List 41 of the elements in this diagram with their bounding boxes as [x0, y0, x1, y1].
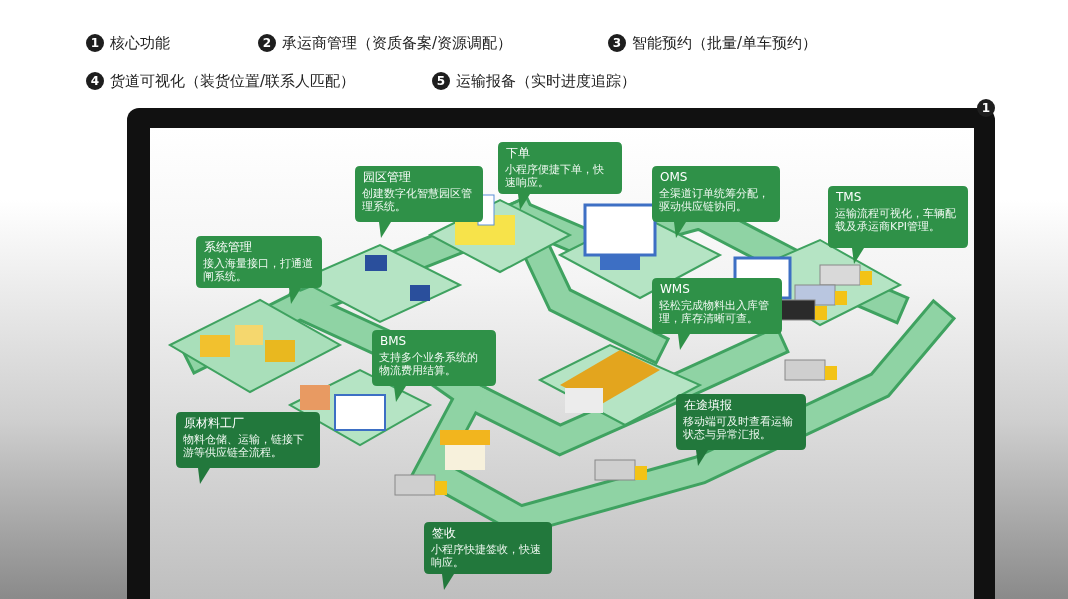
callout-text: 创建数字化智慧园区管理系统。 — [362, 187, 473, 213]
callout-text: 移动端可及时查看运输状态与异常汇报。 — [683, 415, 794, 441]
callout-text: 小程序快捷签收，快速响应。 — [431, 543, 542, 569]
callout-text: 运输流程可视化，车辆配载及承运商KPI管理。 — [835, 207, 957, 233]
callout-title: 签收 — [432, 526, 456, 541]
callout-title: BMS — [380, 334, 407, 349]
callout-box — [176, 412, 320, 484]
callout-title: WMS — [660, 282, 690, 297]
callout-box — [196, 236, 322, 304]
callout-box — [828, 186, 968, 264]
callout-text: 物料仓储、运输，链接下游等供应链全流程。 — [183, 433, 305, 459]
feature-label: 核心功能 — [110, 34, 170, 52]
number-badge: 1 — [977, 99, 995, 117]
number-badge: 1 — [86, 34, 104, 52]
callout-text: 全渠道订单统筹分配，驱动供应链协同。 — [659, 187, 770, 213]
callout-text: 支持多个业务系统的物流费用结算。 — [379, 351, 479, 377]
callout-title: 系统管理 — [204, 240, 252, 255]
callout-box — [372, 330, 496, 402]
number-badge: 4 — [86, 72, 104, 90]
callout-title: 园区管理 — [363, 170, 411, 185]
callout-box — [498, 142, 622, 210]
callout-title: OMS — [660, 170, 688, 185]
callout-text: 小程序便捷下单，快速响应。 — [505, 163, 605, 189]
feature-label: 智能预约（批量/单车预约） — [632, 34, 818, 52]
feature-label: 运输报备（实时进度追踪） — [456, 72, 636, 90]
callout-box — [355, 166, 483, 238]
callout-box — [652, 278, 782, 350]
number-badge: 5 — [432, 72, 450, 90]
callout-box — [652, 166, 780, 238]
callout-text: 接入海量接口，打通道闸系统。 — [203, 257, 313, 283]
feature-label: 货道可视化（装货位置/联系人匹配） — [110, 72, 356, 90]
callout-title: TMS — [836, 190, 862, 205]
callout-title: 在途填报 — [684, 398, 732, 413]
number-badge: 3 — [608, 34, 626, 52]
callout-text: 轻松完成物料出入库管理，库存清晰可查。 — [659, 299, 770, 325]
callout-title: 下单 — [506, 146, 530, 161]
callout-box — [424, 522, 552, 590]
callout-box — [676, 394, 806, 466]
callout-title: 原材料工厂 — [184, 416, 244, 431]
feature-label: 承运商管理（资质备案/资源调配） — [282, 34, 513, 52]
number-badge: 2 — [258, 34, 276, 52]
